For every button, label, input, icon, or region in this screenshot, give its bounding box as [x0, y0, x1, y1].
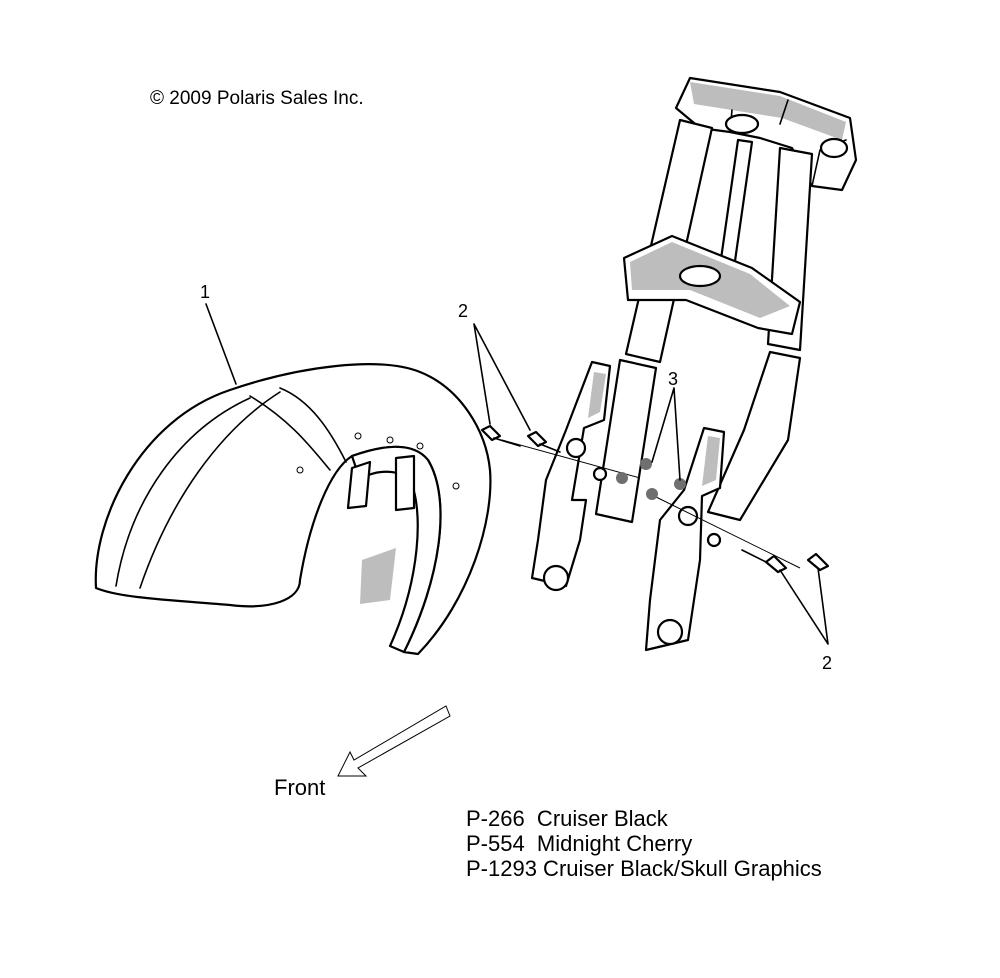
front-direction-arrow	[337, 705, 451, 777]
paint-code-list: P-266 Cruiser Black P-554 Midnight Cherr…	[466, 806, 822, 881]
callout-fender: 1	[200, 282, 211, 302]
paint-code-item: P-554 Midnight Cherry	[466, 831, 693, 856]
callout-nuts: 3	[668, 369, 679, 389]
paint-code-item: P-1293 Cruiser Black/Skull Graphics	[466, 856, 822, 881]
leader-lines	[205, 303, 829, 645]
copyright-notice: © 2009 Polaris Sales Inc.	[150, 88, 364, 109]
callout-screws-lower: 2	[822, 653, 833, 673]
front-direction-label: Front	[274, 775, 326, 800]
paint-code-item: P-266 Cruiser Black	[466, 806, 668, 831]
front-fork-assembly	[530, 76, 858, 652]
mounting-hardware	[480, 424, 830, 574]
front-fender	[94, 363, 492, 656]
callout-screws-upper: 2	[458, 301, 469, 321]
